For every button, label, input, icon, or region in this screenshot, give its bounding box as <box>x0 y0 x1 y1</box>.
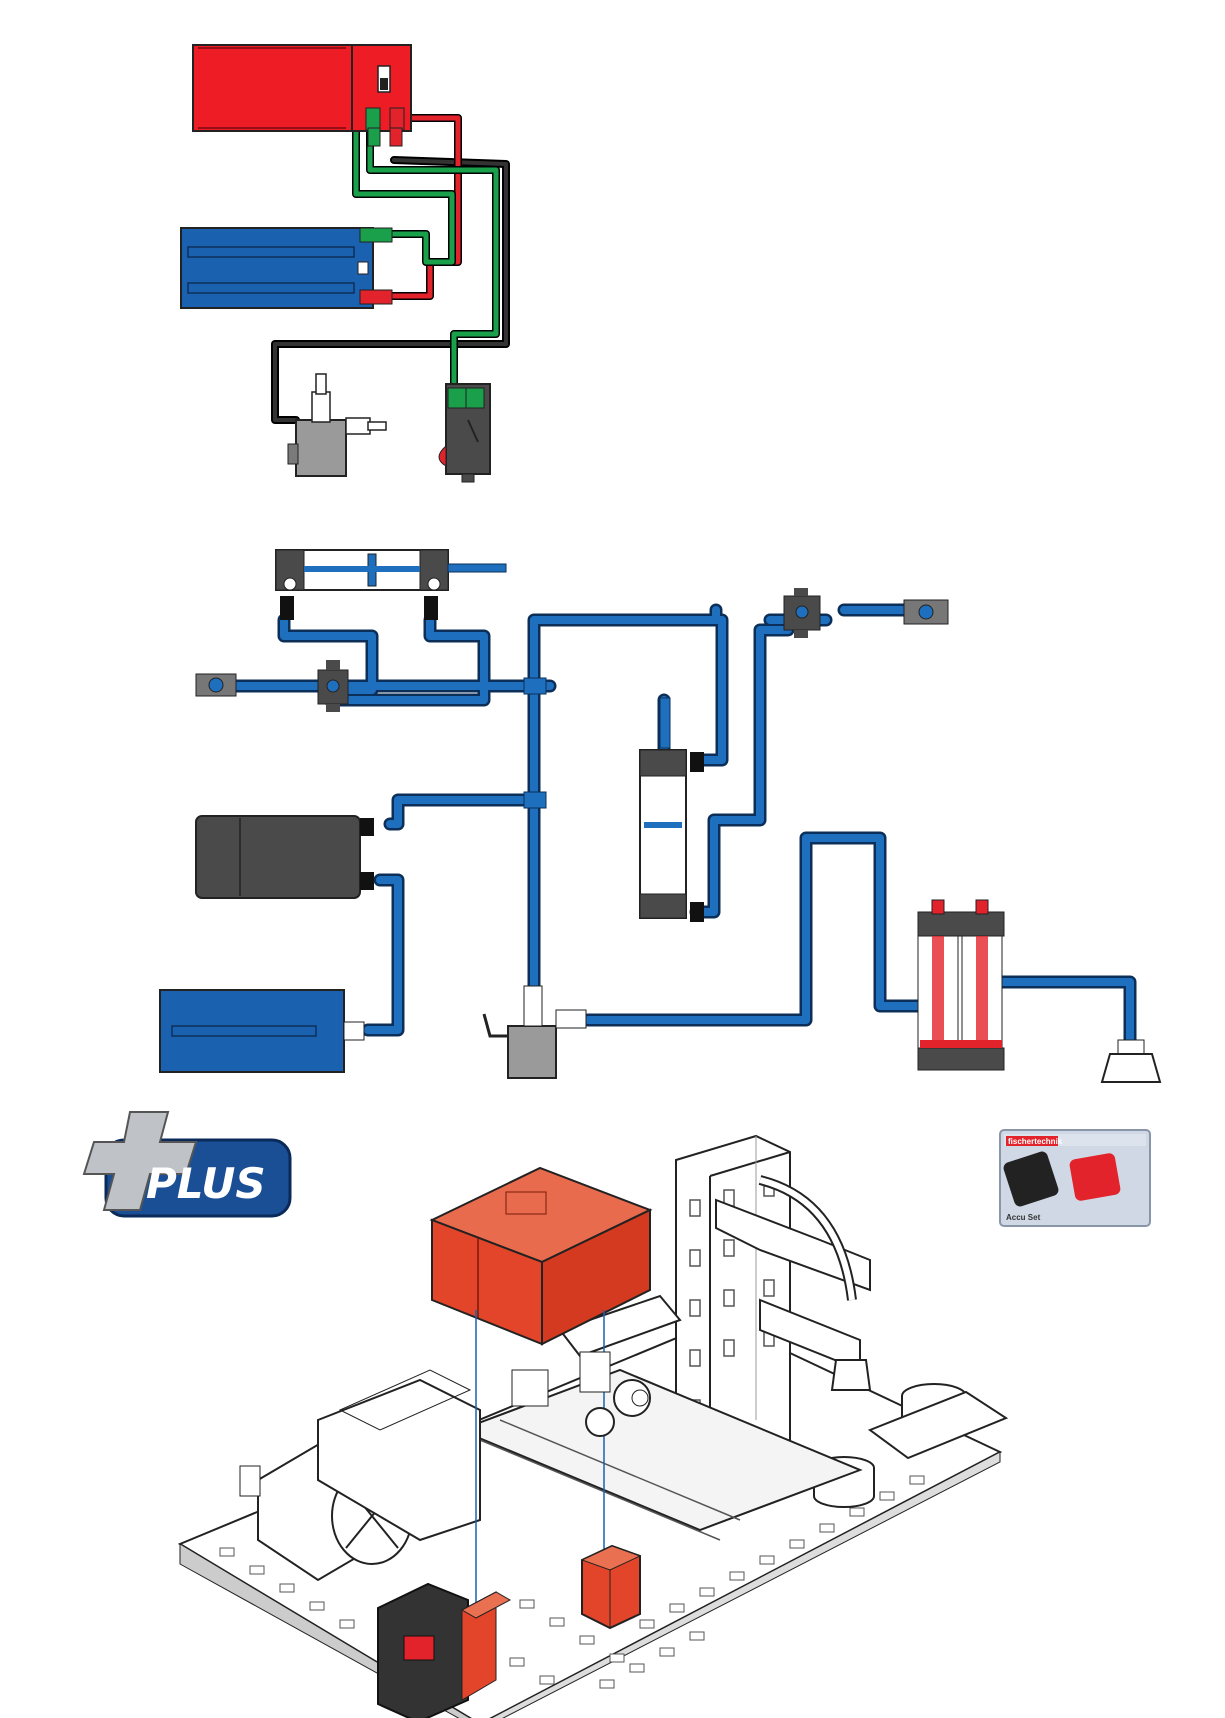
product-box-icon: fischertechnik Accu Set <box>1000 1130 1150 1226</box>
box-caption: Accu Set <box>1006 1213 1041 1222</box>
cylinder-icon <box>918 900 1004 1070</box>
tank-icon <box>196 816 374 898</box>
plus-badge-icon: PLUS <box>84 1112 290 1216</box>
wiring-diagram <box>181 45 506 482</box>
assembly-model <box>180 1136 1006 1718</box>
plus-logo-text: PLUS <box>146 1159 266 1208</box>
battery-icon <box>193 45 411 146</box>
orange-blocks <box>582 1546 640 1628</box>
switch-icon <box>439 384 490 482</box>
compressor-icon <box>160 990 364 1072</box>
box-brand: fischertechnik <box>1008 1137 1063 1146</box>
controller-icon <box>181 228 392 308</box>
pneumatic-diagram <box>160 550 1160 1082</box>
compressor-icon <box>288 374 386 476</box>
valve-icon <box>484 986 586 1078</box>
suction-cup-icon <box>1102 1040 1160 1082</box>
cylinder-icon <box>640 698 704 922</box>
cylinder-icon <box>276 550 506 620</box>
